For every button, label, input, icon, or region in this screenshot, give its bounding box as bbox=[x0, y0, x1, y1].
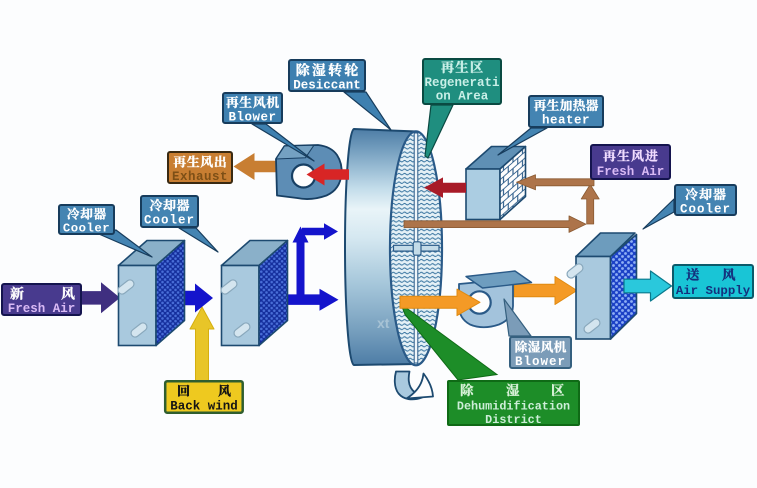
svg-text:Air Supply: Air Supply bbox=[676, 284, 751, 298]
svg-text:Cooler: Cooler bbox=[63, 222, 110, 236]
svg-text:Fresh Air: Fresh Air bbox=[8, 302, 76, 316]
svg-text:Regenerati: Regenerati bbox=[424, 76, 499, 90]
svg-text:Back wind: Back wind bbox=[170, 400, 238, 414]
svg-text:Exhaust: Exhaust bbox=[172, 170, 228, 184]
svg-text:Fresh Air: Fresh Air bbox=[597, 165, 665, 179]
svg-text:Dehumidification: Dehumidification bbox=[457, 400, 570, 414]
svg-text:on Area: on Area bbox=[436, 90, 489, 104]
svg-text:Blower: Blower bbox=[515, 355, 566, 369]
svg-text:District: District bbox=[485, 413, 542, 427]
svg-text:Desiccant: Desiccant bbox=[293, 79, 361, 93]
svg-text:Blower: Blower bbox=[228, 111, 276, 125]
svg-text:xt: xt bbox=[377, 315, 390, 331]
svg-text:heater: heater bbox=[542, 114, 590, 128]
svg-text:Cooler: Cooler bbox=[144, 214, 195, 228]
svg-text:Cooler: Cooler bbox=[680, 203, 731, 217]
